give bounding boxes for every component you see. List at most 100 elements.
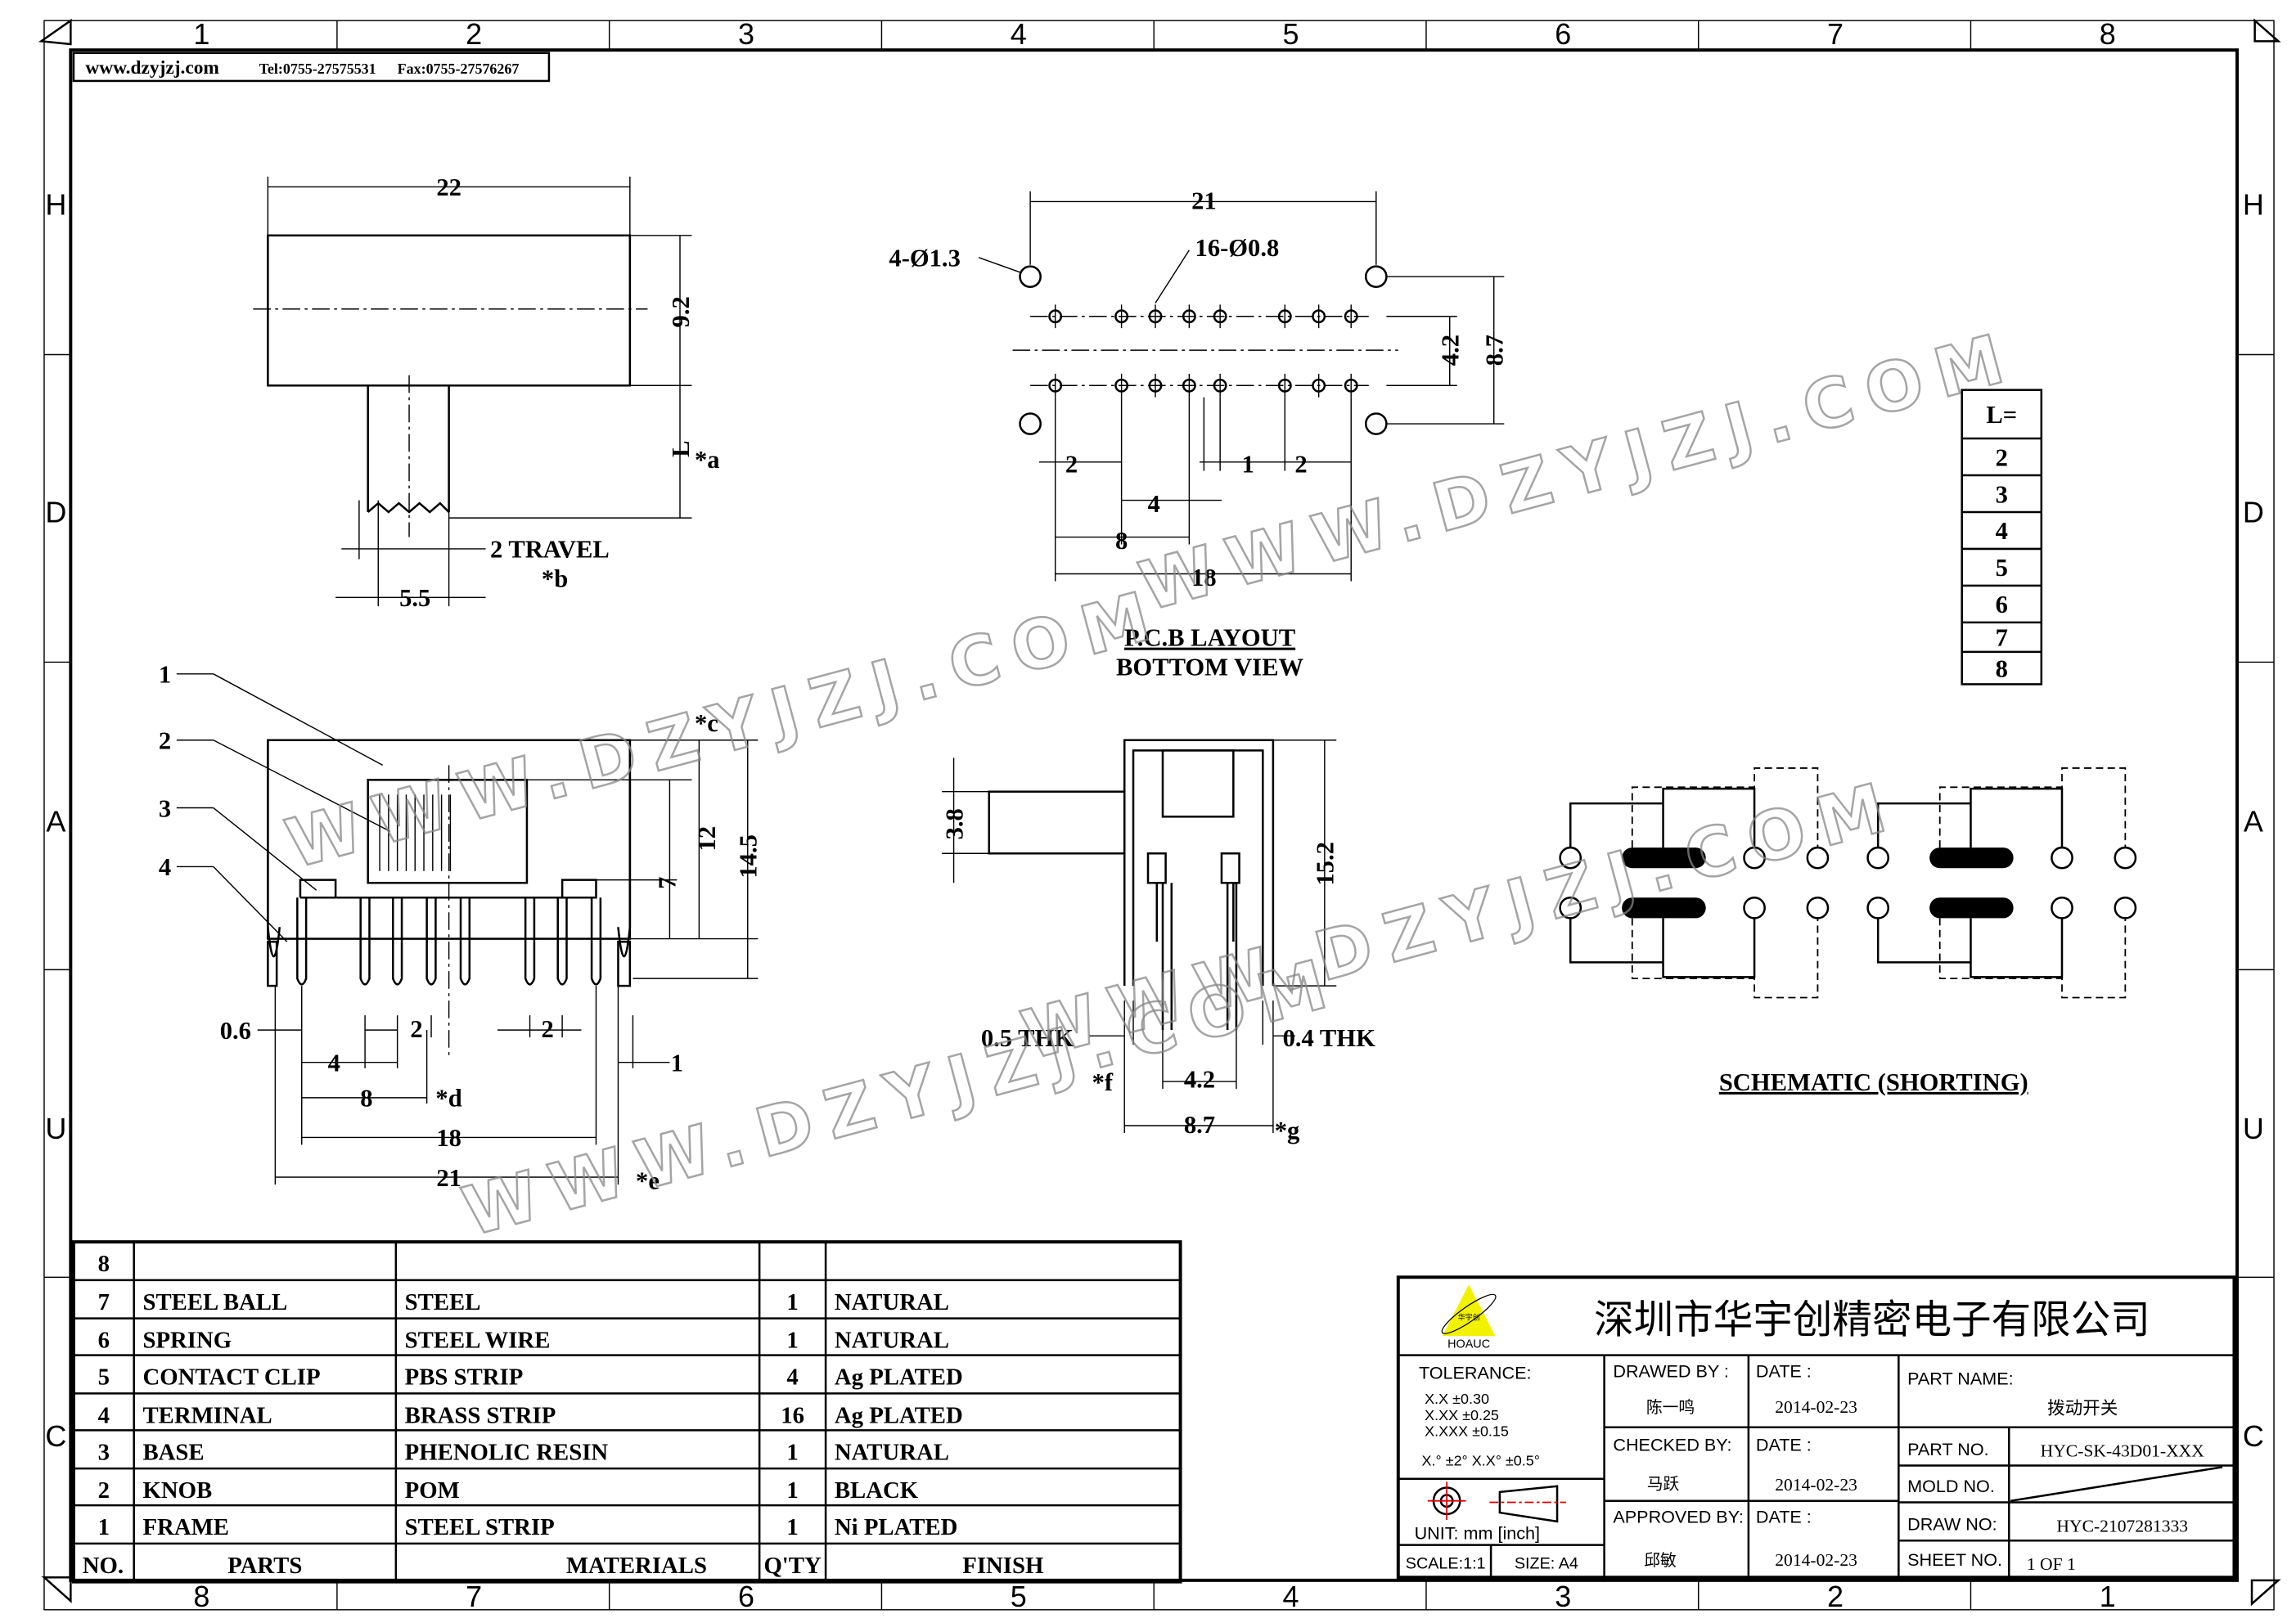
bom-cell-material: STEEL: [405, 1289, 481, 1315]
pcb-layout-subtitle: BOTTOM VIEW: [1116, 654, 1303, 681]
bom-cell-part: STEEL BALL: [142, 1289, 287, 1315]
contact-terminal: [2051, 846, 2073, 870]
tolerance-1: X.X ±0.30: [1425, 1391, 1489, 1407]
side-view: 3.8 15.2 0.5 THK 0.4 THK *f 4.2 8.7 *g: [940, 739, 1375, 1144]
projection-symbol: [1427, 1481, 1566, 1523]
grid-row-d: D: [45, 496, 66, 529]
dim-14-5: 14.5: [735, 834, 763, 878]
dim-travel: 2 TRAVEL: [490, 536, 610, 564]
grid-col-bottom-3: 3: [1555, 1580, 1571, 1613]
bom-header-no: NO.: [83, 1553, 124, 1579]
shorting-bar: [1622, 897, 1706, 919]
contact-terminal: [2114, 896, 2137, 919]
length-value: 7: [1996, 624, 2008, 652]
dim-outer-pitch: 8.7: [1480, 335, 1508, 366]
schematic-title: SCHEMATIC (SHORTING): [1719, 1068, 2028, 1096]
grid-row-u-right: U: [2243, 1112, 2264, 1145]
sheet-no-value: 1 OF 1: [2027, 1554, 2076, 1574]
dim-row-pitch: 4.2: [1437, 335, 1465, 366]
bom-cell-finish: Ag PLATED: [835, 1402, 963, 1428]
bom-cell-material: PBS STRIP: [405, 1364, 524, 1391]
bom-cell-material: STEEL STRIP: [405, 1514, 555, 1540]
grid-col-8: 8: [2100, 17, 2116, 51]
dim-0-6: 0.6: [220, 1017, 251, 1045]
dim-12: 12: [693, 826, 721, 852]
bom-cell-no: 7: [98, 1289, 110, 1315]
grid-col-5: 5: [1282, 17, 1299, 51]
shorting-bar: [1929, 897, 2014, 919]
bom-cell-qty: 1: [786, 1289, 798, 1315]
dim-pcb-2b: 2: [1294, 450, 1307, 478]
top-view: 22 9.2 L *a 2 TRAVEL *b 5.5: [253, 173, 720, 612]
callout-3: 3: [159, 794, 171, 822]
dim-length-l: L: [667, 440, 695, 456]
note-f: *f: [1092, 1068, 1114, 1096]
dim-15-2: 15.2: [1312, 842, 1339, 885]
tolerance-2: X.XX ±0.25: [1425, 1407, 1499, 1423]
dim-stem-5-5: 5.5: [399, 584, 430, 612]
grid-row-h-right: H: [2243, 188, 2264, 222]
schematic: SCHEMATIC (SHORTING): [1559, 767, 2137, 1096]
grid-col-6: 6: [1555, 17, 1571, 51]
grid-row-c-right: C: [2243, 1419, 2264, 1453]
grid-col-bottom-7: 7: [466, 1580, 482, 1613]
bom-cell-no: 3: [98, 1439, 110, 1465]
note-a: *a: [695, 446, 720, 474]
thk-left: 0.5 THK: [981, 1024, 1074, 1052]
grid-row-c: C: [45, 1419, 66, 1453]
draw-no-value: HYC-2107281333: [2056, 1516, 2188, 1535]
grid-col-bottom-4: 4: [1282, 1580, 1299, 1613]
small-holes-label: 16-Ø0.8: [1195, 234, 1280, 262]
dim-2a: 2: [410, 1015, 422, 1043]
unit-label: UNIT: mm [inch]: [1415, 1522, 1540, 1543]
dim-3-8: 3.8: [940, 808, 968, 839]
shorting-bar: [1622, 847, 1706, 869]
date-label-1: DATE :: [1756, 1361, 1812, 1382]
tolerance-label: TOLERANCE:: [1419, 1362, 1532, 1382]
front-view: 1 2 3 4 *c 12 14.5 7 0.6 4 2 2 1 8 *d 18…: [159, 661, 763, 1195]
svg-text:WWW.DZYJZJ.COM: WWW.DZYJZJ.COM: [1014, 765, 1908, 1076]
bom-cell-no: 8: [98, 1251, 110, 1277]
contact-terminal: [2051, 896, 2073, 919]
contact-terminal: [1806, 896, 1830, 919]
date-label-3: DATE :: [1756, 1507, 1812, 1527]
dim-side-4-2: 4.2: [1184, 1065, 1215, 1093]
grid-col-bottom-1: 1: [2100, 1580, 2116, 1613]
draw-no-label: DRAW NO:: [1907, 1514, 1997, 1535]
grid-row-u: U: [45, 1112, 66, 1145]
bom-cell-material: BRASS STRIP: [405, 1402, 556, 1428]
bom-cell-part: TERMINAL: [142, 1402, 272, 1428]
date-2: 2014-02-23: [1775, 1475, 1857, 1495]
company-name: 深圳市华宇创精密电子有限公司: [1594, 1297, 2150, 1343]
scale-label: SCALE:1:1: [1406, 1554, 1486, 1572]
dim-width-22: 22: [436, 173, 461, 201]
bom-cell-no: 5: [98, 1364, 110, 1391]
length-value: 5: [1996, 554, 2008, 582]
contact-header: www.dzyjzj.com Tel:0755-27575531 Fax:075…: [72, 52, 551, 83]
pcb-layout-view: 21 4-Ø1.3 16-Ø0.8 4.2 8.7 2 4 1 2 8 18 P…: [889, 187, 1508, 681]
bom-cell-material: POM: [405, 1477, 460, 1504]
terminal-pin: [359, 897, 371, 986]
bom-cell-finish: Ag PLATED: [835, 1364, 963, 1391]
note-e: *e: [636, 1167, 660, 1194]
dim-pcb-4: 4: [1148, 490, 1160, 518]
bom-cell-no: 6: [98, 1328, 110, 1354]
bom-cell-finish: NATURAL: [835, 1289, 949, 1315]
part-name-value: 拨动开关: [2047, 1399, 2118, 1419]
angle-tolerance: X.° ±2° X.X° ±0.5°: [1422, 1453, 1540, 1469]
length-value: 3: [1996, 480, 2008, 508]
terminal-pin: [459, 897, 471, 986]
fax-text: Fax:0755-27576267: [398, 61, 520, 77]
grid-col-bottom-5: 5: [1011, 1580, 1027, 1613]
dim-2b: 2: [541, 1015, 553, 1043]
checked-by-label: CHECKED BY:: [1613, 1435, 1731, 1455]
length-value: 8: [1996, 654, 2008, 682]
grid-col-1: 1: [193, 17, 209, 51]
date-3: 2014-02-23: [1775, 1550, 1857, 1570]
grid-col-7: 7: [1827, 17, 1844, 51]
grid-row-h: H: [45, 188, 66, 222]
svg-text:WWW.DZYJZJ.COM: WWW.DZYJZJ.COM: [1132, 316, 2026, 627]
